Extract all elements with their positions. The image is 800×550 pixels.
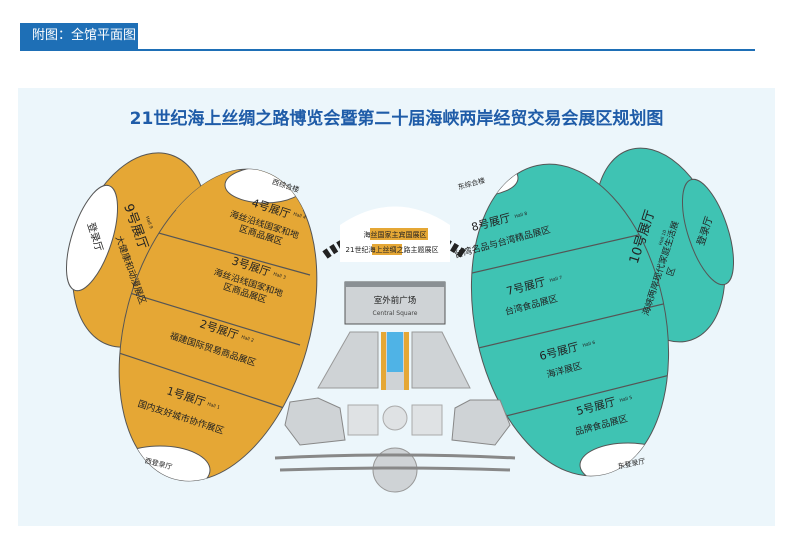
west-lobby-shape [109,445,211,495]
hall-4-sub: Hall 4 [292,211,306,221]
center-rotunda [372,447,418,493]
header-rule [20,49,755,51]
section-caption: 附图：全馆平面图 [20,23,138,49]
map-title: 21世纪海上丝绸之路博览会暨第二十届海峡两岸经贸交易会展区规划图 [129,109,664,129]
water-channel [387,332,403,372]
hall-2-sub: Hall 2 [240,334,254,344]
hall-5-sub: Hall 5 [619,395,633,404]
theme-hall-1-label: 海丝国家主宾国展区 [364,230,427,239]
hall-6-sub: Hall 6 [582,340,596,349]
center-area [274,206,516,493]
plaza-label: 室外前广场 [374,295,417,306]
east-entrance-hall[interactable] [672,174,744,291]
theme-hall-2-label: 21世纪海上丝绸之路主题展区 [346,245,439,254]
west-wing [56,152,330,495]
hall-10-sub: Hall 10 [658,229,669,246]
hall-1-sub: Hall 1 [206,401,220,411]
hall-9-sub: Hall 9 [144,216,154,230]
theme-hall-1-shape [370,228,428,240]
west-entrance-hall[interactable] [56,180,128,297]
theme-hall-2-shape [372,244,402,255]
plaza-label-en: Central Square [373,310,418,317]
hall-7-sub: Hall 7 [549,275,563,284]
plaza-shape [344,281,446,325]
hall-3-sub: Hall 3 [272,271,286,281]
east-tower-label: 东综合楼 [457,176,486,192]
hall-8-sub: Hall 8 [514,211,528,220]
